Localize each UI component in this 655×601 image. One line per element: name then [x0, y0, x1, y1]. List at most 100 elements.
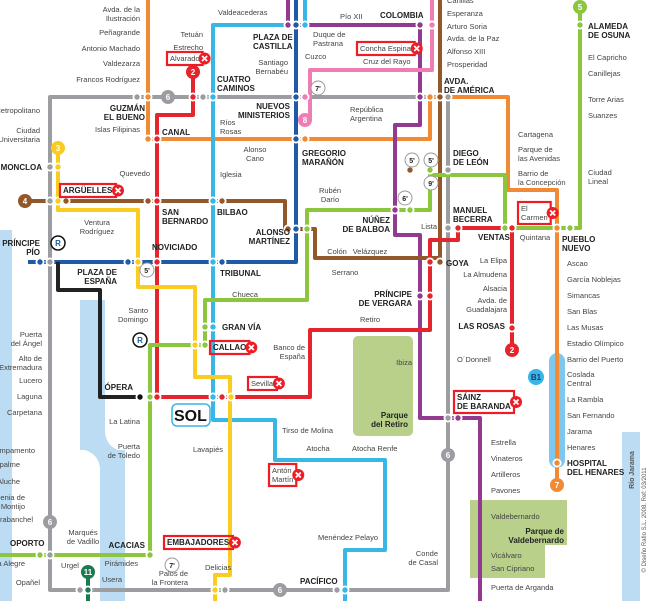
- station-label[interactable]: Torre Arias: [588, 95, 624, 104]
- station-dot[interactable]: [35, 550, 45, 560]
- station-dot[interactable]: [435, 257, 445, 267]
- station-dot[interactable]: [53, 162, 63, 172]
- station-label[interactable]: Sevilla: [251, 379, 274, 388]
- station-label[interactable]: Urgel: [61, 561, 79, 570]
- station-label[interactable]: PACÍFICO: [300, 577, 338, 586]
- station-label[interactable]: Alfonso XIII: [447, 47, 485, 56]
- station-label[interactable]: Ascao: [567, 259, 588, 268]
- station-dot[interactable]: [443, 413, 453, 423]
- station-label[interactable]: Estrecho: [173, 43, 203, 52]
- station-dot[interactable]: [291, 134, 301, 144]
- station-label[interactable]: Cuzco: [305, 52, 326, 61]
- station-label[interactable]: COLOMBIA: [380, 11, 424, 20]
- station-dot[interactable]: [208, 257, 218, 267]
- station-label[interactable]: AVDA.DE AMÉRICA: [444, 77, 495, 95]
- station-label[interactable]: ÓPERA: [105, 383, 134, 392]
- station-dot[interactable]: [217, 196, 227, 206]
- station-label[interactable]: Aluche: [0, 477, 20, 486]
- station-label[interactable]: Lucero: [19, 376, 42, 385]
- station-label[interactable]: Lista: [421, 222, 438, 231]
- station-label[interactable]: García Noblejas: [567, 275, 621, 284]
- station-dot[interactable]: [152, 392, 162, 402]
- station-dot[interactable]: [453, 223, 463, 233]
- station-dot[interactable]: [443, 165, 453, 175]
- station-label[interactable]: EMBAJADORES: [167, 538, 230, 547]
- station-dot[interactable]: [507, 323, 517, 333]
- station-dot[interactable]: [53, 196, 63, 206]
- station-label[interactable]: San Fernando: [567, 411, 615, 420]
- station-dot[interactable]: [405, 205, 415, 215]
- station-dot[interactable]: [188, 92, 198, 102]
- station-dot[interactable]: [45, 196, 55, 206]
- station-label[interactable]: Estrella: [491, 438, 517, 447]
- station-label[interactable]: Empalme: [0, 460, 20, 469]
- station-label[interactable]: Peñagrande: [99, 28, 140, 37]
- station-dot[interactable]: [83, 585, 93, 595]
- station-label[interactable]: San Blas: [567, 307, 597, 316]
- station-dot[interactable]: [45, 550, 55, 560]
- station-dot[interactable]: [210, 585, 220, 595]
- station-label[interactable]: Antonio Machado: [82, 44, 140, 53]
- station-dot[interactable]: [507, 223, 517, 233]
- station-label[interactable]: Prosperidad: [447, 60, 487, 69]
- station-label[interactable]: Vista Alegre: [0, 559, 25, 568]
- station-dot[interactable]: [208, 92, 218, 102]
- station-dot[interactable]: [427, 20, 437, 30]
- station-label[interactable]: Colón: [327, 247, 347, 256]
- station-label[interactable]: Cartagena: [518, 130, 554, 139]
- station-label[interactable]: Atocha: [306, 444, 330, 453]
- station-label[interactable]: Iglesia: [220, 170, 243, 179]
- station-label[interactable]: Estadio Olímpico: [567, 339, 624, 348]
- station-label[interactable]: Serrano: [332, 268, 359, 277]
- station-label[interactable]: Campamento: [0, 446, 35, 455]
- station-label[interactable]: Esperanza: [447, 9, 484, 18]
- station-label[interactable]: Usera: [102, 575, 123, 584]
- station-label[interactable]: ACACIAS: [109, 541, 146, 550]
- station-label[interactable]: GRAN VÍA: [222, 323, 261, 332]
- station-label[interactable]: Alvarado: [170, 54, 200, 63]
- station-label[interactable]: O´Donnell: [457, 355, 491, 364]
- station-label[interactable]: Quintana: [520, 233, 551, 242]
- station-dot[interactable]: [45, 257, 55, 267]
- station-label[interactable]: CANAL: [162, 128, 190, 137]
- station-label[interactable]: Artilleros: [491, 470, 520, 479]
- station-dot[interactable]: [145, 550, 155, 560]
- station-dot[interactable]: [152, 134, 162, 144]
- station-label[interactable]: SOL: [174, 408, 207, 425]
- station-label[interactable]: Francos Rodríguez: [76, 75, 140, 84]
- station-label[interactable]: Islas Filipinas: [95, 125, 140, 134]
- station-dot[interactable]: [435, 92, 445, 102]
- station-dot[interactable]: [75, 585, 85, 595]
- station-label[interactable]: Retiro: [360, 315, 380, 324]
- station-label[interactable]: Pavones: [491, 486, 520, 495]
- station-label[interactable]: Avda. de la Paz: [447, 34, 500, 43]
- station-dot[interactable]: [132, 92, 142, 102]
- station-dot[interactable]: [425, 165, 435, 175]
- station-dot[interactable]: [425, 92, 435, 102]
- station-label[interactable]: Barrio del Puerto: [567, 355, 623, 364]
- station-label[interactable]: NOVICIADO: [152, 243, 197, 252]
- station-label[interactable]: Tirso de Molina: [282, 426, 334, 435]
